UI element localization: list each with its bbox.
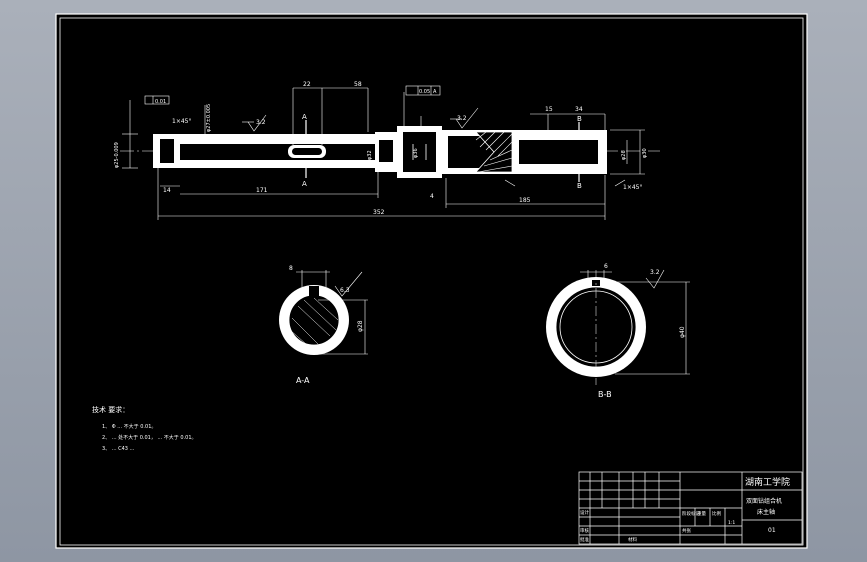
title-block-text: 湖南工学院 双面钻组合机 床主轴 01 比例 1:1 阶段标记 重量 共张 设计…	[580, 476, 790, 543]
tolerance-runout: 0.05	[419, 89, 430, 95]
tolerance-datum: A	[433, 89, 437, 95]
dim-dia-32: φ32	[367, 150, 373, 160]
dim-dia-30: φ30	[642, 148, 648, 158]
shaft-main-view	[120, 126, 660, 178]
dim-14: 14	[163, 187, 171, 194]
title-designer-label: 设计	[580, 509, 589, 516]
section-bb-view	[546, 269, 690, 385]
drawing-border	[59, 17, 804, 546]
note-item-3: 3、 ... C43 ...	[102, 446, 135, 452]
main-dimension-text: 22 58 15 34 171 14 4 185 352 φ25-0.009 φ…	[114, 81, 648, 216]
dim-dia-mid: φ27±0.005	[206, 104, 212, 132]
title-material-label: 材料	[628, 536, 637, 543]
title-drawing-name: 双面钻组合机	[746, 497, 782, 505]
note-item-2: 2、 ... 处不大于 0.01， ... 不大于 0.01。	[102, 434, 197, 441]
dim-15: 15	[545, 106, 553, 113]
section-bb-label: B-B	[598, 390, 612, 399]
section-bb-key-width: 6	[604, 263, 608, 270]
roughness-left: 3.2	[256, 119, 266, 126]
section-bb-roughness: 3.2	[650, 269, 660, 276]
section-b-top: B	[577, 115, 582, 123]
notes-title: 技术 要求：	[92, 405, 129, 414]
title-scale-value: 1:1	[728, 520, 735, 526]
section-aa-view	[279, 270, 368, 355]
drawing-sheet	[55, 13, 808, 549]
note-item-1: 1、 Φ ... 不大于 0.01。	[102, 423, 156, 430]
title-sheet-label: 共张	[682, 527, 691, 534]
title-block	[578, 471, 803, 545]
section-a-top: A	[302, 113, 307, 121]
dim-171: 171	[256, 187, 268, 194]
section-aa-dia: φ28	[357, 320, 364, 332]
main-dimension-lines	[122, 85, 645, 220]
section-aa-text: 8 6.3 φ28 A-A	[289, 265, 364, 385]
roughness-right: 3.2	[457, 115, 467, 122]
dim-185: 185	[519, 197, 531, 204]
chamfer-right: 1×45°	[623, 184, 642, 191]
title-school: 湖南工学院	[745, 476, 790, 488]
dim-34: 34	[575, 106, 583, 113]
title-weight-label: 重量	[697, 510, 706, 517]
tolerance-flat: 0.01	[155, 99, 166, 105]
dim-352: 352	[373, 209, 385, 216]
section-bb-text: 6 3.2 φ40 B-B	[598, 263, 686, 399]
section-a-bottom: A	[302, 180, 307, 188]
title-drawing-no: 01	[768, 527, 776, 534]
dim-dia-36: φ36	[413, 148, 419, 158]
section-aa-roughness: 6.3	[340, 287, 350, 294]
section-b-bottom: B	[577, 182, 582, 190]
dim-dia-left: φ25-0.009	[114, 142, 120, 168]
title-approve-label: 批准	[580, 536, 589, 543]
title-scale-label: 比例	[712, 510, 721, 517]
section-aa-key-width: 8	[289, 265, 293, 272]
technical-notes: 技术 要求： 1、 Φ ... 不大于 0.01。 2、 ... 处不大于 0.…	[92, 405, 197, 452]
title-part-name: 床主轴	[757, 508, 775, 516]
title-checker-label: 审核	[580, 527, 589, 534]
dim-4: 4	[430, 193, 434, 200]
chamfer-left: 1×45°	[172, 118, 191, 125]
section-bb-dia: φ40	[679, 326, 686, 338]
dim-dia-26: φ26	[621, 150, 627, 160]
dim-58: 58	[354, 81, 362, 88]
title-stage-label: 阶段标记	[682, 510, 700, 517]
dim-22: 22	[303, 81, 311, 88]
section-aa-label: A-A	[296, 376, 310, 385]
